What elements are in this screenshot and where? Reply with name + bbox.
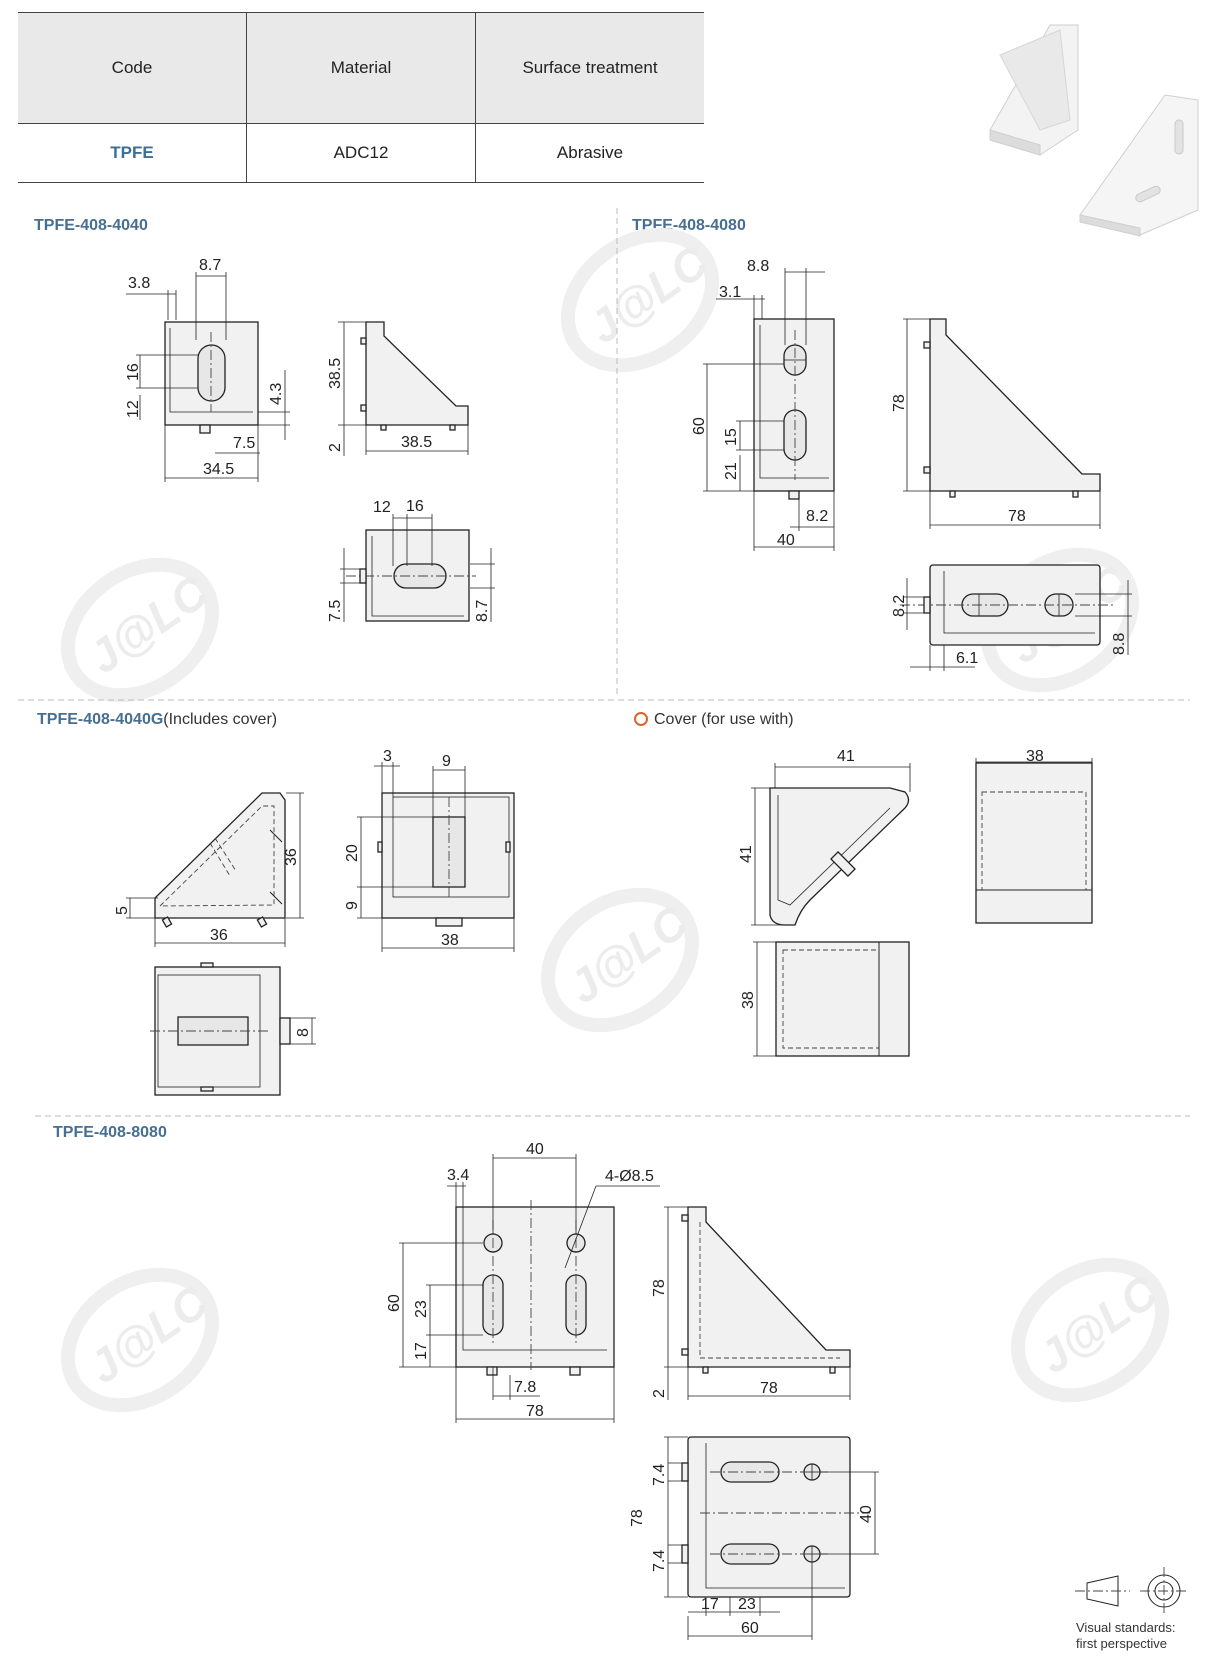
projection-symbol-icon: [1075, 1567, 1188, 1615]
dim-label: 12: [373, 499, 391, 516]
dim-label: 7.5: [327, 600, 344, 622]
dim-label: 23: [413, 1300, 430, 1318]
dim-label: 38: [441, 932, 459, 949]
dim-label: 17: [413, 1342, 430, 1360]
section-title-4040g: TPFE-408-4040G(Includes cover): [37, 711, 277, 729]
drawing-4040g: 36 5 36 3 9 20 9 38 8: [114, 748, 515, 1096]
dim-label: 3.4: [447, 1167, 469, 1184]
dim-label: 78: [1008, 508, 1026, 525]
section-title-4040g-note: (Includes cover): [163, 711, 278, 728]
dim-label: 78: [891, 394, 908, 412]
dim-label: 6.1: [956, 650, 978, 667]
dim-label: 36: [210, 927, 228, 944]
dim-label: 38: [1026, 748, 1044, 765]
dim-label: 5: [114, 906, 131, 915]
dim-label: 4-Ø8.5: [605, 1168, 654, 1185]
product-render-image: [989, 24, 1199, 237]
cell-code: TPFE: [18, 123, 247, 183]
visual-standard-line2: first perspective: [1076, 1636, 1168, 1651]
dim-label: 3.1: [719, 284, 741, 301]
dim-label: 17: [701, 1596, 719, 1613]
dim-label: 60: [691, 417, 708, 435]
dim-label: 4.3: [268, 383, 285, 405]
dim-label: 8.2: [891, 595, 908, 617]
dim-label: 36: [283, 848, 300, 866]
dim-label: 7.4: [651, 1550, 668, 1572]
dim-label: 78: [526, 1403, 544, 1420]
dim-label: 8: [295, 1028, 312, 1037]
dim-label: 16: [125, 363, 142, 381]
dim-label: 7.8: [514, 1379, 536, 1396]
dim-label: 7.4: [651, 1464, 668, 1486]
dim-label: 15: [723, 428, 740, 446]
dim-label: 3.8: [128, 275, 150, 292]
drawing-8080: 3.4 40 4-Ø8.5 60 23 17 7.8 78 78 2 78: [386, 1141, 879, 1640]
dim-label: 8.8: [747, 258, 769, 275]
drawing-cover: 41 41 38 38: [738, 748, 1093, 1057]
dim-label: 2: [651, 1389, 668, 1398]
dim-label: 23: [738, 1596, 756, 1613]
dim-label: 8.2: [806, 508, 828, 525]
dim-label: 41: [738, 845, 755, 863]
dim-label: 8.7: [474, 600, 491, 622]
header-material: Material: [246, 12, 476, 124]
dim-label: 41: [837, 748, 855, 765]
dim-label: 9: [344, 901, 361, 910]
header-code: Code: [18, 12, 247, 124]
dim-label: 8.7: [199, 257, 221, 274]
table-header-row: Code Material Surface treatment: [18, 12, 704, 124]
dim-label: 2: [327, 443, 344, 452]
dim-label: 9: [442, 753, 451, 770]
dim-label: 78: [629, 1509, 646, 1527]
cell-surface-treatment: Abrasive: [475, 123, 704, 183]
section-title-8080: TPFE-408-8080: [53, 1124, 167, 1141]
ring-bullet-icon: [634, 712, 648, 726]
cell-material: ADC12: [246, 123, 476, 183]
dim-label: 38.5: [327, 358, 344, 389]
dim-label: 60: [741, 1620, 759, 1637]
dim-label: 78: [651, 1279, 668, 1297]
dim-label: 34.5: [203, 461, 234, 478]
dim-label: 78: [760, 1380, 778, 1397]
section-title-4040: TPFE-408-4040: [34, 217, 148, 234]
header-surface-treatment: Surface treatment: [475, 12, 704, 124]
dim-label: 40: [777, 532, 795, 549]
dim-label: 40: [526, 1141, 544, 1158]
spec-table: Code Material Surface treatment TPFE ADC…: [18, 12, 704, 183]
dim-label: 12: [125, 400, 142, 418]
dim-label: 60: [386, 1294, 403, 1312]
dim-label: 20: [344, 844, 361, 862]
dim-label: 40: [858, 1505, 875, 1523]
dim-label: 16: [406, 498, 424, 515]
visual-standard-line1: Visual standards:: [1076, 1620, 1176, 1635]
dim-label: 3: [383, 748, 392, 765]
drawing-4080: 8.8 3.1 60 15 21 8.2 40 78 78: [691, 258, 1132, 671]
visual-standard-note: Visual standards: first perspective: [1076, 1620, 1176, 1652]
dim-label: 21: [723, 462, 740, 480]
section-title-4040g-code: TPFE-408-4040G: [37, 711, 164, 728]
section-title-cover: Cover (for use with): [634, 711, 794, 729]
dim-label: 38.5: [401, 434, 432, 451]
table-row: TPFE ADC12 Abrasive: [18, 123, 704, 183]
section-title-cover-text: Cover (for use with): [654, 711, 794, 728]
dim-label: 8.8: [1111, 633, 1128, 655]
drawing-4040: 8.7 3.8 16 12 4.3 7.5 34.5 38.5 2 38.5: [125, 257, 495, 622]
dim-label: 38: [740, 991, 757, 1009]
dim-label: 7.5: [233, 435, 255, 452]
